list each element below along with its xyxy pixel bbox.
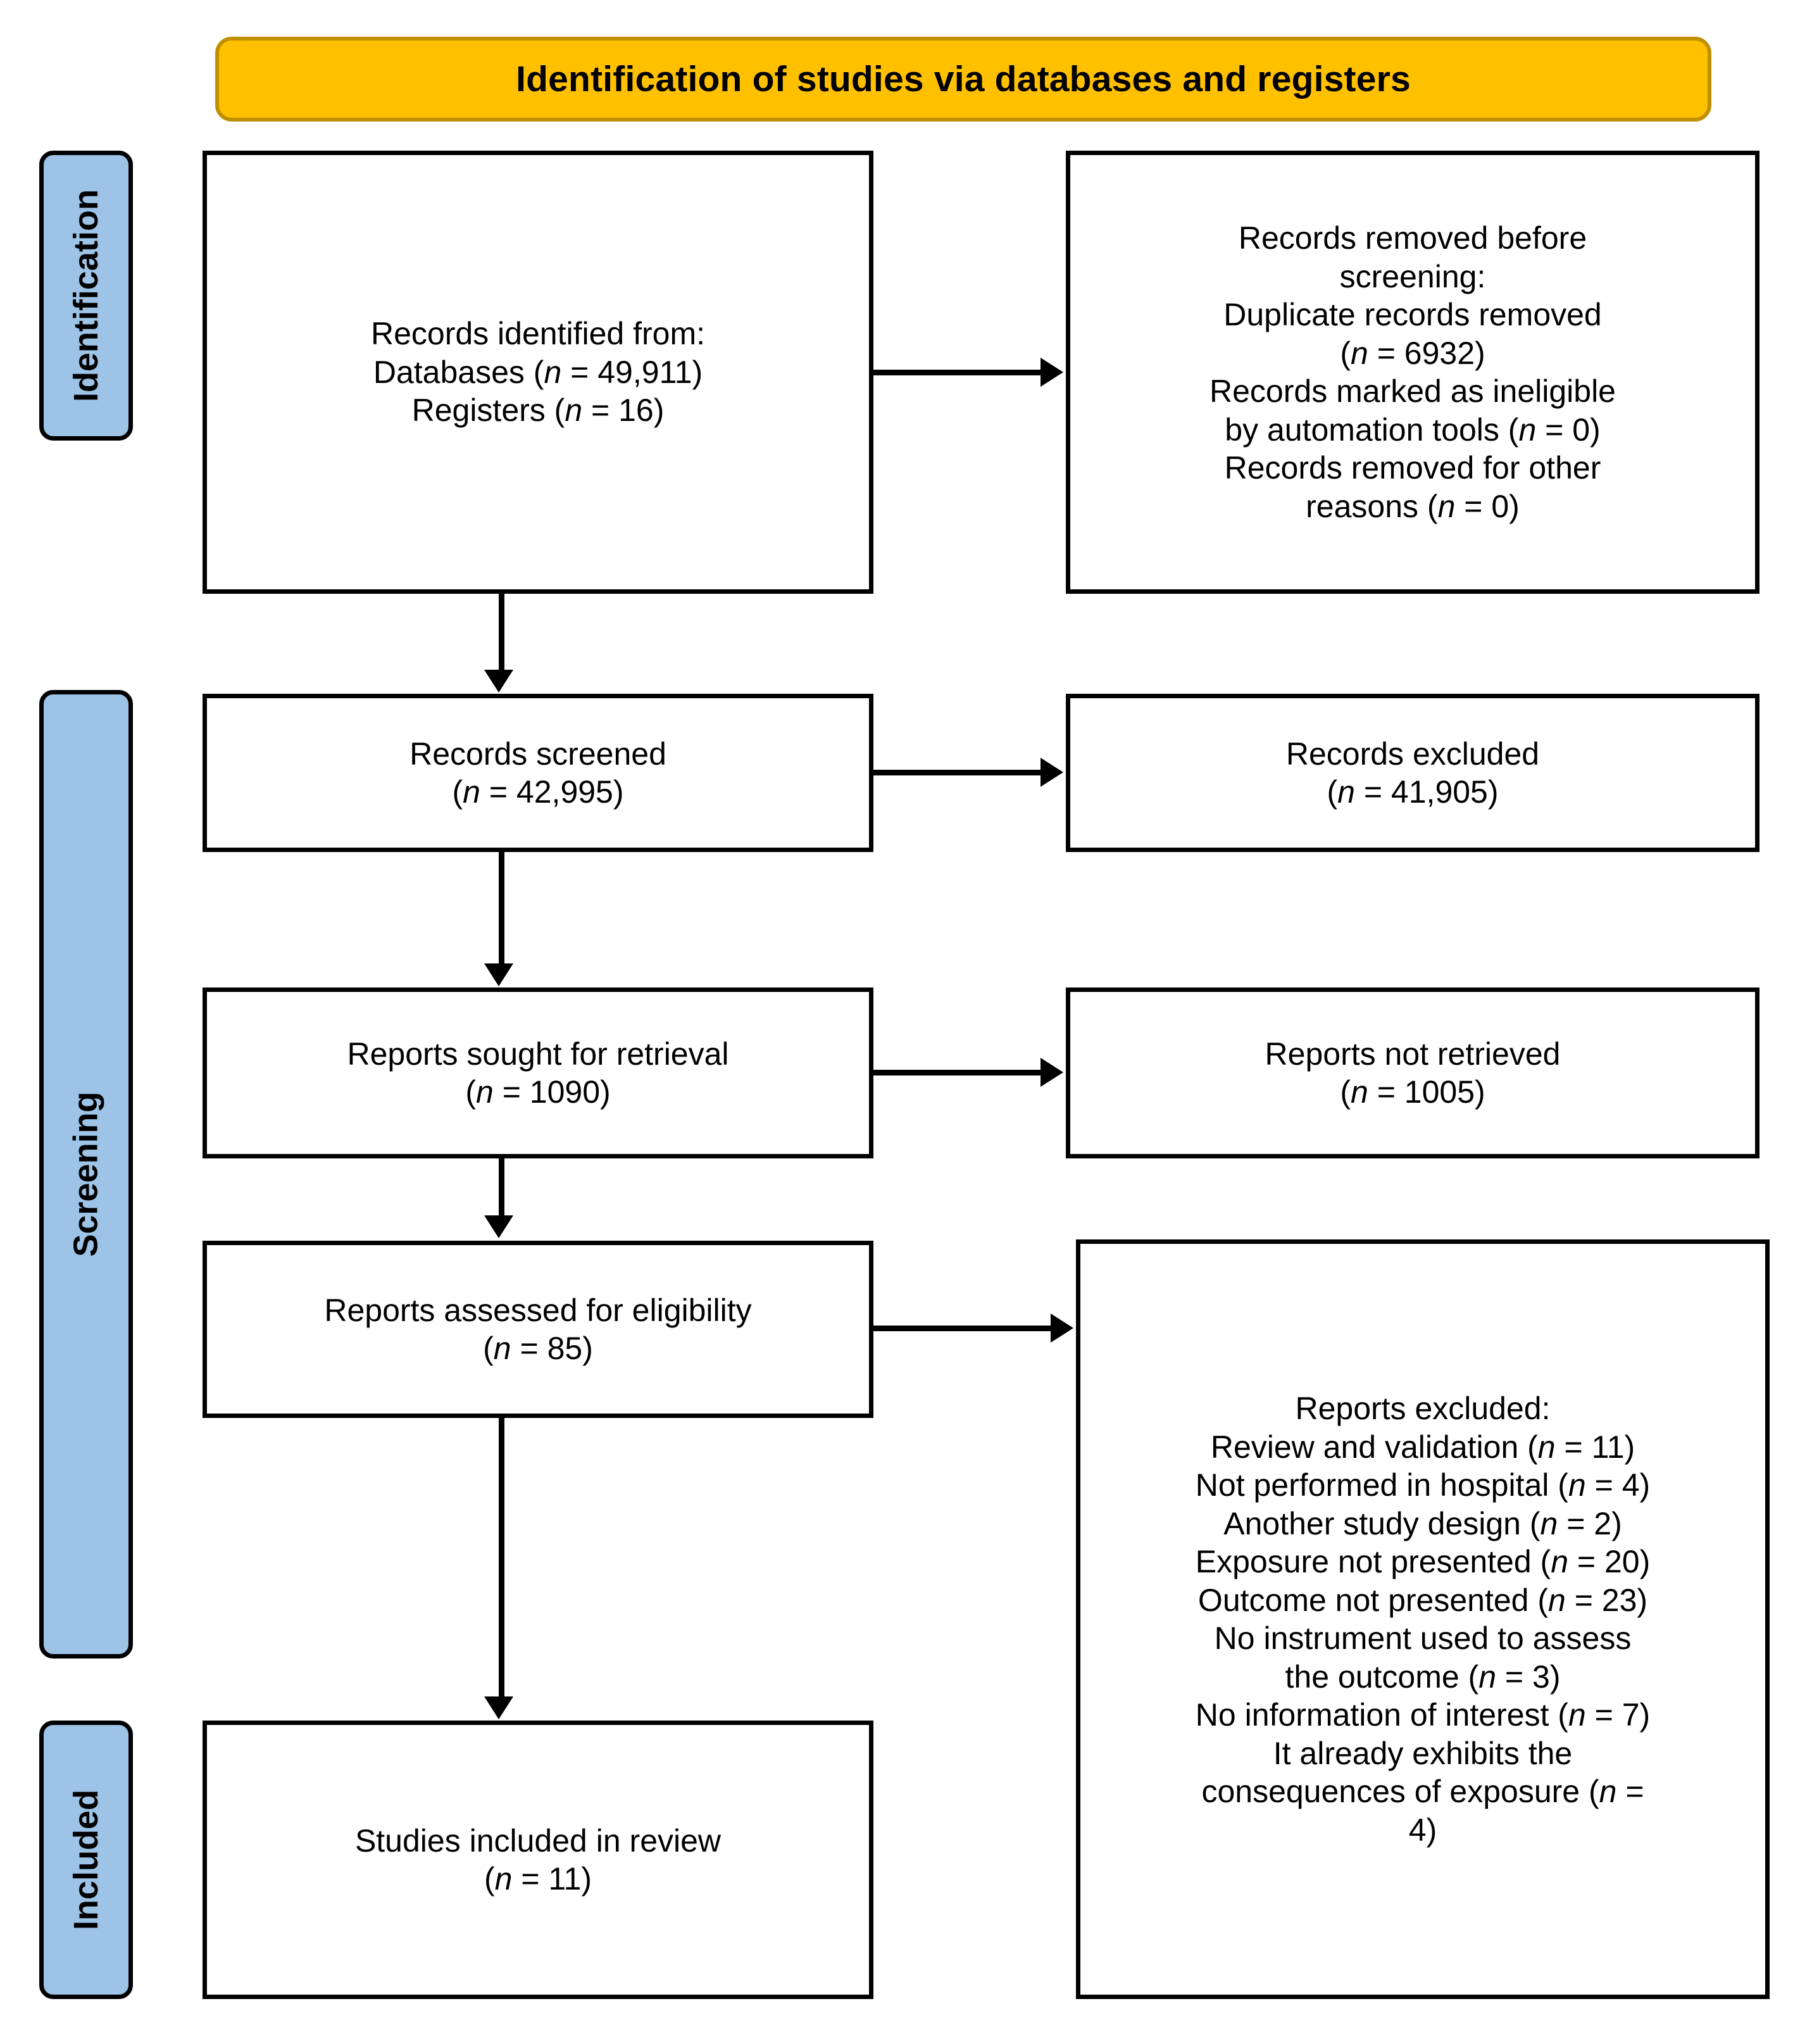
box-studies-included-text: Studies included in review(n = 11) [218,1822,858,1898]
arrow-right-icon [1041,758,1063,787]
stage-label-screening: Screening [39,690,133,1658]
connector-identified-to-removed [873,370,1042,375]
box-text-line: No instrument used to assess [1214,1621,1632,1656]
stage-label-identification-text: Identification [67,189,105,402]
diagram-title: Identification of studies via databases … [516,58,1411,99]
box-text-line: Not performed in hospital (n = 4) [1195,1467,1651,1503]
box-reports-excluded: Reports excluded:Review and validation (… [1076,1239,1770,1999]
arrow-right-icon [1041,1058,1063,1087]
box-text-line: Review and validation (n = 11) [1210,1429,1635,1465]
box-reports-assessed-text: Reports assessed for eligibility(n = 85) [218,1291,858,1368]
box-text-line: Duplicate records removed [1223,297,1602,332]
box-text-line: Reports sought for retrieval [347,1036,729,1072]
stage-label-screening-text: Screening [67,1091,105,1257]
box-text-line: Databases (n = 49,911) [373,354,703,390]
box-reports-sought-text: Reports sought for retrieval(n = 1090) [218,1035,858,1112]
box-records-excluded: Records excluded(n = 41,905) [1066,694,1759,852]
box-text-line: No information of interest (n = 7) [1195,1697,1651,1733]
connector-sought-to-not-retrieved [873,1070,1042,1075]
diagram-header-banner: Identification of studies via databases … [215,37,1711,122]
box-text-line: Studies included in review [354,1822,722,1859]
stage-label-included: Included [39,1721,133,1999]
box-text-line: consequences of exposure (n = [1201,1774,1644,1809]
box-text-line: (n = 11) [484,1861,592,1897]
box-text-line: reasons (n = 0) [1306,488,1520,524]
box-text-line: Reports not retrieved [1265,1036,1561,1072]
box-text-line: Reports excluded: [1295,1391,1551,1426]
box-reports-sought-for-retrieval: Reports sought for retrieval(n = 1090) [203,988,873,1158]
box-text-line: Another study design (n = 2) [1223,1505,1622,1541]
arrow-down-icon [484,670,513,693]
connector-screened-to-excluded [873,770,1042,775]
box-text-line: (n = 42,995) [452,774,624,810]
box-text-line: (n = 41,905) [1327,774,1499,810]
box-text-line: Records marked as ineligible [1209,373,1616,409]
box-text-line: by automation tools (n = 0) [1225,411,1601,448]
box-text-line: Records screened [409,736,666,772]
box-reports-excluded-text: Reports excluded:Review and validation (… [1092,1389,1754,1849]
arrow-right-icon [1051,1314,1073,1343]
connector-assessed-to-reports-excluded [873,1326,1052,1331]
stage-label-included-text: Included [67,1789,106,1931]
box-records-identified: Records identified from:Databases (n = 4… [203,151,873,594]
box-text-line: (n = 6932) [1340,335,1485,371]
box-text-line: screening: [1339,258,1486,294]
box-text-line: Records identified from: [370,316,705,352]
connector-assessed-to-included [499,1418,504,1698]
box-records-excluded-text: Records excluded(n = 41,905) [1082,735,1744,812]
box-studies-included-in-review: Studies included in review(n = 11) [203,1721,873,1999]
box-text-line: (n = 85) [483,1331,593,1366]
box-text-line: the outcome (n = 3) [1285,1658,1561,1695]
box-reports-not-retrieved-text: Reports not retrieved(n = 1005) [1082,1035,1744,1112]
box-text-line: Records excluded [1285,736,1540,772]
arrow-right-icon [1041,358,1063,387]
box-text-line: Outcome not presented (n = 23) [1197,1582,1648,1618]
box-records-screened: Records screened(n = 42,995) [203,694,873,852]
box-text-line: (n = 1005) [1340,1074,1485,1110]
arrow-down-icon [484,1215,513,1238]
box-reports-not-retrieved: Reports not retrieved(n = 1005) [1066,988,1759,1158]
box-text-line: Reports assessed for eligibility [324,1292,752,1328]
box-text-line: Exposure not presented (n = 20) [1195,1544,1651,1579]
connector-identified-to-screened [499,594,504,671]
arrow-down-icon [484,1696,513,1719]
box-text-line: (n = 1090) [465,1074,611,1110]
arrow-down-icon [484,963,513,986]
box-text-line: 4) [1408,1812,1437,1848]
box-reports-assessed-for-eligibility: Reports assessed for eligibility(n = 85) [203,1241,873,1418]
box-records-identified-text: Records identified from:Databases (n = 4… [218,315,858,430]
box-records-screened-text: Records screened(n = 42,995) [218,735,858,812]
box-text-line: Records removed for other [1224,450,1601,486]
connector-sought-to-assessed [499,1158,504,1217]
connector-screened-to-sought [499,852,504,965]
box-text-line: It already exhibits the [1273,1735,1573,1771]
stage-label-identification: Identification [39,151,133,441]
box-text-line: Records removed before [1238,220,1587,256]
box-text-line: Registers (n = 16) [411,392,665,429]
